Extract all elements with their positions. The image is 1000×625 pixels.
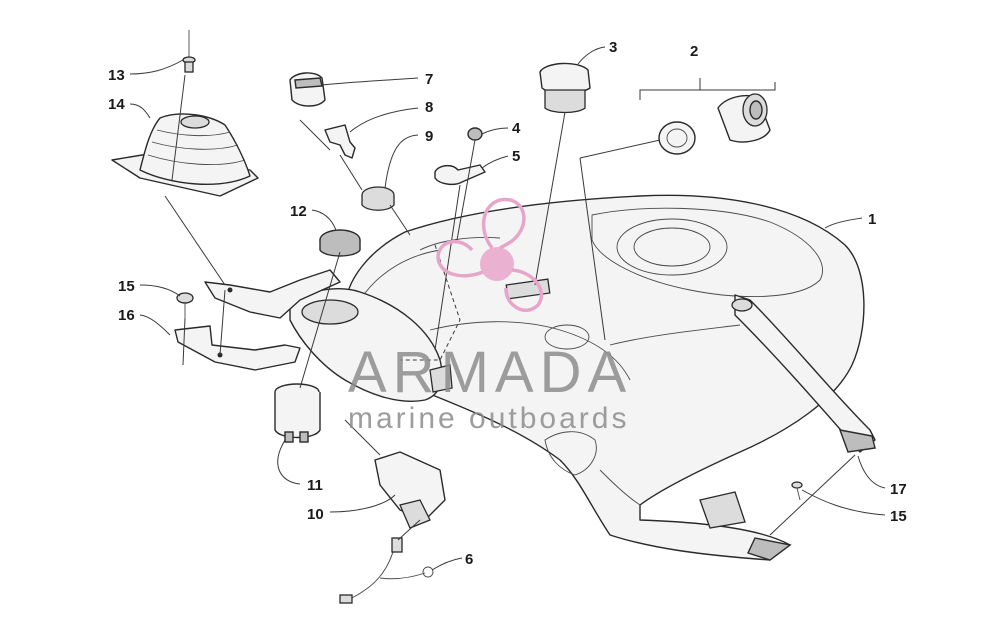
side-rail (731, 294, 876, 453)
ignition-switch (274, 383, 321, 443)
key-cap (289, 72, 326, 107)
key (324, 124, 356, 159)
tank-cover (344, 194, 865, 561)
propeller-logo-icon (436, 197, 544, 312)
callout-16: 16 (118, 307, 135, 324)
callout-14: 14 (108, 96, 125, 113)
cover-cap (539, 62, 591, 114)
callout-10: 10 (307, 506, 324, 523)
watermark: ARMADA marine outboards (348, 197, 632, 435)
callout-12: 12 (290, 203, 307, 220)
screw-left (176, 292, 194, 318)
power-socket (658, 93, 771, 155)
connector-plug (374, 451, 446, 529)
gear-boot (111, 113, 259, 197)
lower-bracket (174, 269, 341, 371)
watermark-subtitle: marine outboards (348, 402, 629, 435)
callout-leaders (129, 46, 886, 571)
nut (467, 127, 483, 141)
callout-5: 5 (512, 148, 520, 165)
cap-ring (319, 229, 361, 257)
callout-17: 17 (890, 481, 907, 498)
ignition-housing (289, 288, 453, 402)
callout-1: 1 (868, 211, 876, 228)
screw-right (791, 481, 803, 501)
callout-15-right: 15 (890, 508, 907, 525)
callout-15-left: 15 (118, 278, 135, 295)
clip (434, 164, 486, 186)
callout-labels: 1 2 3 4 5 6 7 8 9 10 11 12 13 14 15 16 1… (108, 39, 907, 568)
callout-8: 8 (425, 99, 433, 116)
callout-6: 6 (465, 551, 473, 568)
callout-9: 9 (425, 128, 433, 145)
callout-13: 13 (108, 67, 125, 84)
wire-harness (339, 537, 434, 604)
callout-3: 3 (609, 39, 617, 56)
grommet (361, 186, 395, 211)
callout-11: 11 (307, 477, 323, 494)
callout-4: 4 (512, 120, 521, 137)
callout-7: 7 (425, 71, 433, 88)
watermark-title: ARMADA (348, 340, 632, 405)
callout-2: 2 (690, 43, 698, 60)
